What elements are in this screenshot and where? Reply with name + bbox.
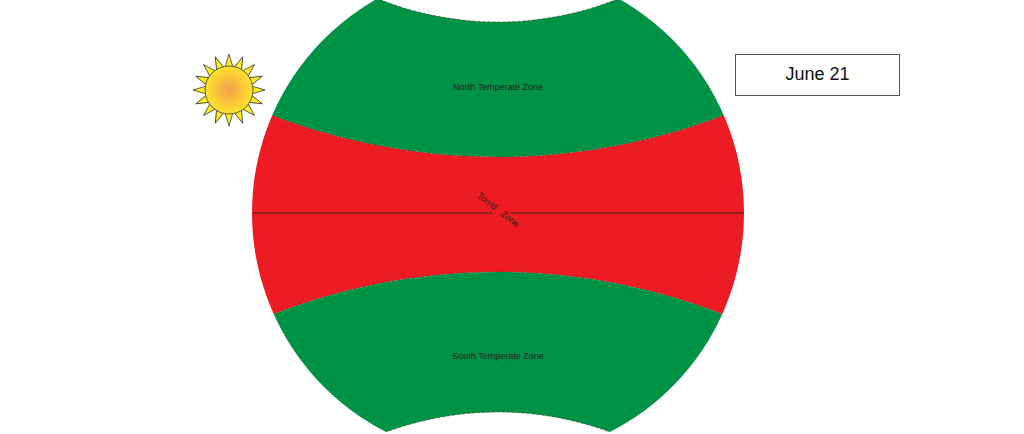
zone-boundary	[252, 412, 744, 434]
zone-boundary	[252, 272, 744, 434]
zone-boundary	[252, 0, 744, 22]
sun-icon	[193, 54, 265, 126]
zone-boundary	[252, 0, 744, 157]
temperate-band	[252, 272, 744, 434]
date-box: June 21	[735, 54, 900, 96]
temperate-band	[252, 0, 744, 157]
date-label: June 21	[785, 64, 849, 86]
zone-label: South Temperate Zone	[452, 351, 543, 362]
zone-label: North Temperate Zone	[453, 82, 543, 93]
torrid-band	[252, 0, 744, 434]
